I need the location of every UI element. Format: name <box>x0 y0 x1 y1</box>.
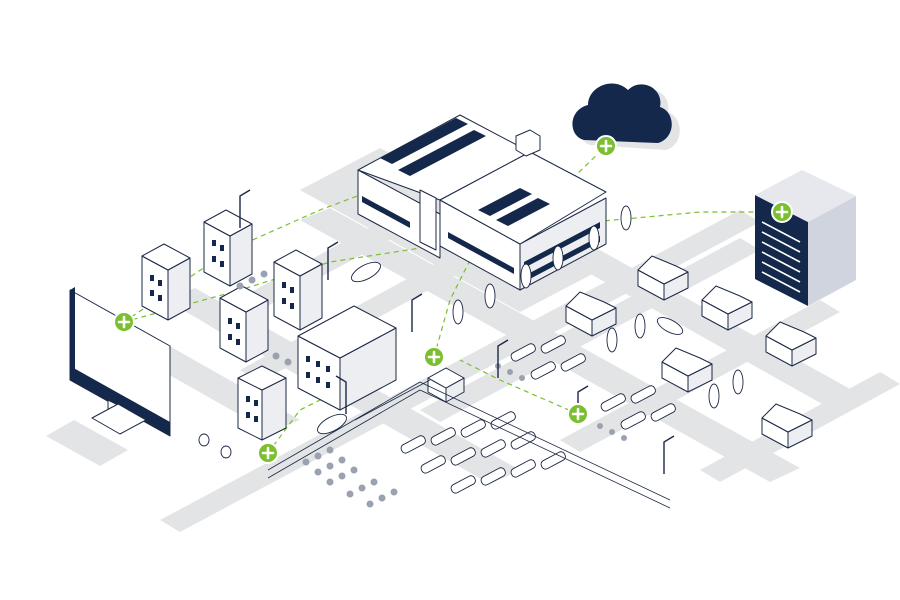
connector-badges <box>113 135 793 464</box>
apartment-blocks <box>141 209 397 441</box>
apartment-windows <box>150 240 330 422</box>
server-top <box>755 170 856 222</box>
house <box>761 403 813 449</box>
factory-node <box>357 114 607 291</box>
monitor-bezel <box>70 366 170 436</box>
plus-icon <box>571 407 585 421</box>
server-slots <box>761 221 801 293</box>
car <box>656 317 684 335</box>
plus-icon <box>599 139 613 153</box>
trees <box>198 205 744 459</box>
house <box>565 291 617 337</box>
connector-badge <box>257 442 279 464</box>
fences <box>267 379 671 509</box>
apartment <box>297 305 397 411</box>
server-front <box>755 195 808 306</box>
cloud-node <box>572 83 680 150</box>
apartment <box>237 365 287 441</box>
tank-yard <box>400 335 676 494</box>
cloud-icon <box>572 83 672 143</box>
monitor-base <box>91 403 147 435</box>
road <box>160 210 760 532</box>
link-monitor-apartments <box>123 244 441 323</box>
monitor-node <box>46 287 171 466</box>
apartment <box>273 249 323 331</box>
entrance-tower <box>419 189 437 251</box>
solar-panels <box>380 118 550 226</box>
link-hut <box>433 259 471 358</box>
car <box>317 413 347 435</box>
link-tanks <box>459 359 579 415</box>
connector-badge <box>567 403 589 425</box>
road <box>530 228 870 414</box>
link-server <box>559 211 782 226</box>
plus-icon <box>117 315 131 329</box>
apartment <box>141 243 191 321</box>
house <box>661 347 713 393</box>
connector-badge <box>771 201 793 223</box>
plus-icon <box>261 446 275 460</box>
car <box>351 261 381 283</box>
cars <box>317 261 684 435</box>
plus-icon <box>427 350 441 364</box>
houses <box>565 255 817 449</box>
house <box>701 285 753 331</box>
keyboard <box>46 420 128 466</box>
monitor-screen-edge <box>70 287 75 380</box>
connector-badge <box>423 346 445 368</box>
plus-icon <box>775 205 789 219</box>
shrubs <box>236 270 627 508</box>
server-node <box>755 170 856 306</box>
connector-badge <box>113 311 135 333</box>
connector-badge <box>595 135 617 157</box>
apartment <box>219 285 269 363</box>
house <box>637 255 689 301</box>
server-side <box>808 196 856 306</box>
apartment <box>203 209 253 287</box>
house <box>765 321 817 367</box>
roof-box <box>515 129 541 157</box>
